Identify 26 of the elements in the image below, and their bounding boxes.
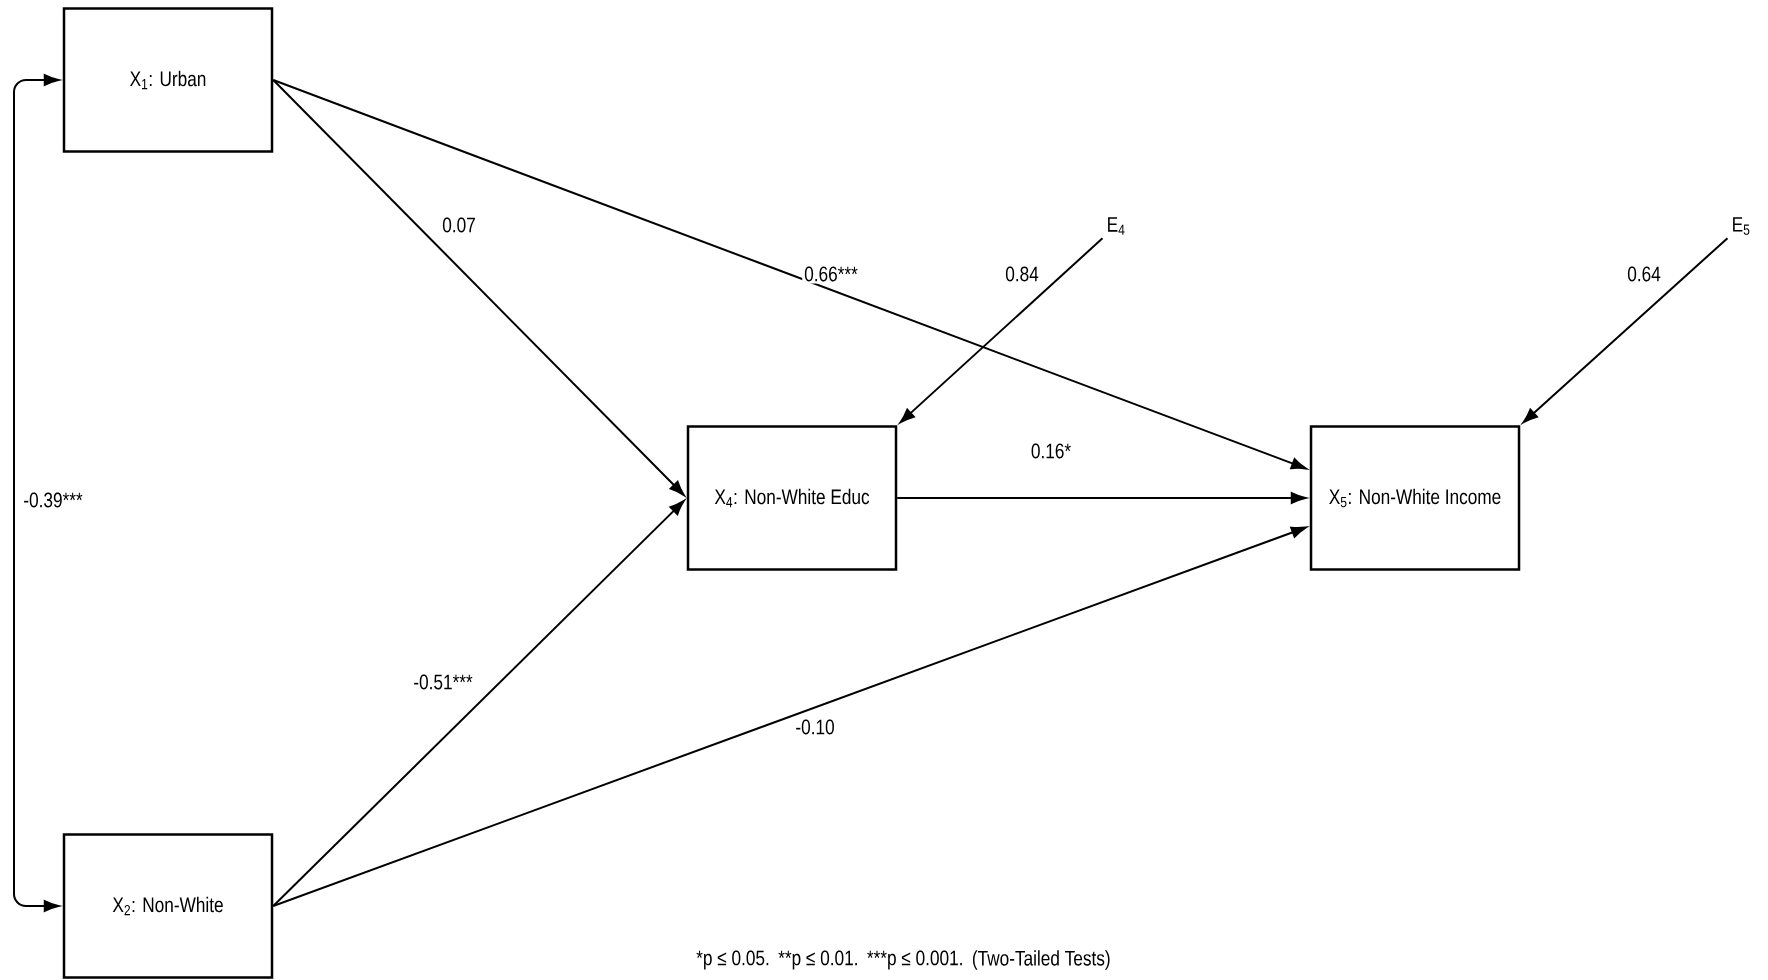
variable-box: X$_{4}$: Non-White Educ [686, 425, 898, 571]
path-coefficient: 0.64 [1625, 264, 1663, 284]
arrow [272, 526, 1307, 907]
arrow [272, 79, 685, 496]
path-coefficient: -0.51*** [411, 672, 475, 692]
path-coefficient: 0.07 [440, 215, 478, 235]
arrow [13, 74, 60, 912]
path-coefficient: 0.84 [1003, 264, 1041, 284]
footnote: *p ≤ 0.05. [696, 950, 769, 970]
footnote: ***p ≤ 0.001. [867, 950, 962, 970]
path-coefficient: 0.66*** [802, 264, 860, 284]
path-coefficient: -0.39*** [21, 490, 85, 510]
error-term-label: E$_{5}$ [1733, 217, 1750, 235]
variable-box: X$_{5}$: Non-White Income [1309, 425, 1521, 571]
error-term-label: E$_{4}$ [1108, 217, 1125, 235]
footnote: **p ≤ 0.01. [778, 950, 857, 970]
arrow [896, 492, 1307, 504]
arrow [1522, 237, 1729, 424]
variable-box: X$_{1}$: Urban [62, 7, 274, 153]
arrow [272, 79, 1307, 470]
path-coefficient: -0.10 [793, 717, 837, 737]
path-coefficient: 0.16* [1028, 441, 1074, 461]
arrow [272, 500, 685, 907]
arrow [899, 237, 1104, 424]
variable-box: X$_{2}$: Non-White [62, 833, 274, 979]
footnote: (Two-Tailed Tests) [972, 950, 1110, 970]
